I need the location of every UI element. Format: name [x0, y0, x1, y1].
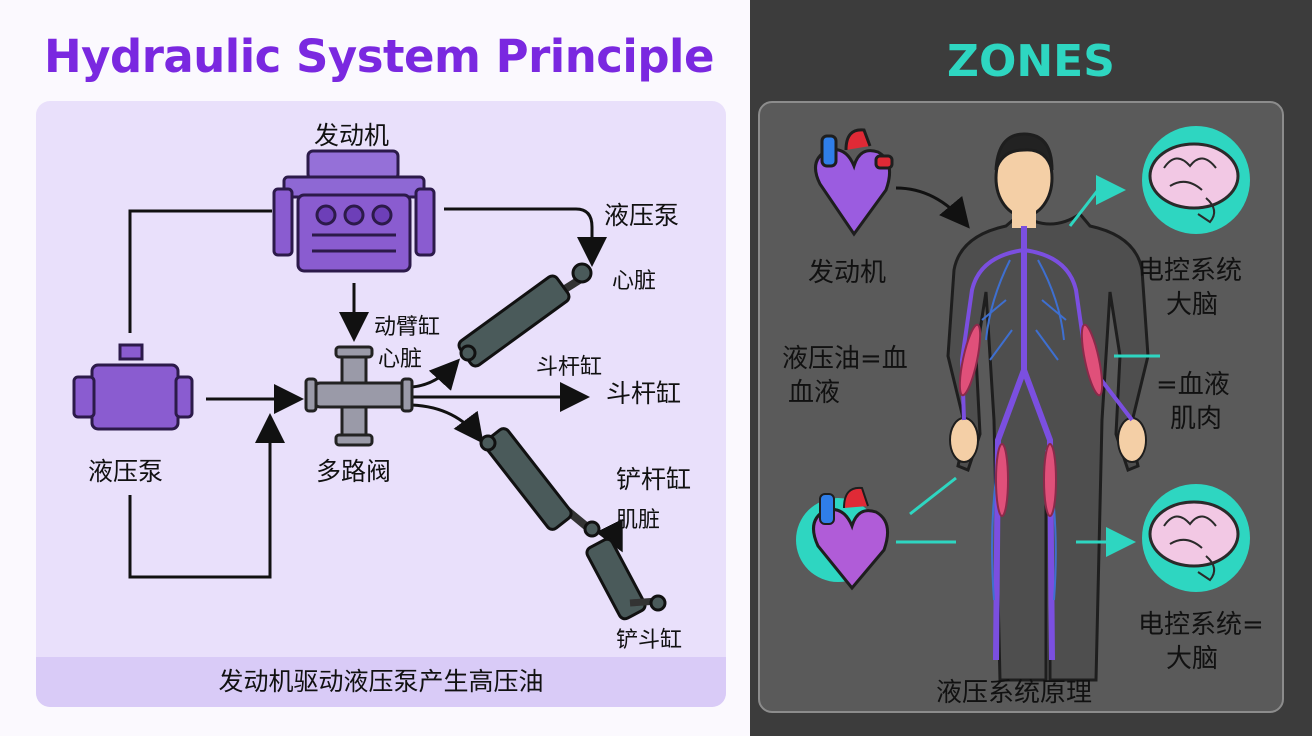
label-arm-cylinder-1: 斗杆缸	[536, 355, 603, 380]
human-body-figure	[946, 132, 1150, 682]
label-oil-blood-1: 液压油=血	[782, 344, 908, 374]
label-blood: =血液	[1156, 370, 1230, 400]
multi-way-valve-icon	[304, 345, 414, 447]
boom-cylinder-icon	[457, 262, 593, 368]
right-section: ZONES	[750, 0, 1312, 736]
heart-icon	[814, 128, 894, 237]
label-muscle: 肌脏	[616, 508, 661, 533]
label-muscle-right: 肌肉	[1170, 404, 1223, 434]
blood-vessels	[959, 226, 1134, 661]
label-bucket-rod: 铲杆缸	[616, 465, 692, 494]
muscle-highlights	[958, 323, 1104, 517]
label-engine-right: 发动机	[808, 258, 887, 288]
label-boom-heart: 心脏	[378, 347, 423, 372]
label-ecu-2a: 电控系统=	[1138, 610, 1264, 640]
label-pump: 液压泵	[88, 457, 164, 486]
label-engine: 发动机	[314, 121, 390, 150]
brain-icon-lower	[1142, 484, 1250, 592]
page-title: Hydraulic System Principle	[44, 30, 715, 83]
label-heart-top: 心脏	[612, 269, 657, 294]
label-bucket-cylinder: 铲斗缸	[616, 628, 683, 653]
hydraulic-pump-icon	[72, 343, 194, 431]
label-oil-blood-2: 血液	[788, 378, 841, 408]
footer-caption: 发动机驱动液压泵产生高压油	[36, 657, 726, 707]
brain-icon	[1142, 126, 1250, 234]
hydraulic-diagram	[72, 149, 667, 621]
zones-title: ZONES	[947, 36, 1115, 87]
label-valve: 多路阀	[316, 457, 392, 486]
label-ecu-1a: 电控系统	[1138, 256, 1243, 286]
connector-arrows	[895, 175, 1160, 557]
label-boom-cylinder: 动臂缸	[374, 315, 441, 340]
heart-icon-lower	[796, 486, 890, 591]
label-arm-cylinder-2: 斗杆缸	[606, 379, 682, 408]
label-ecu-2b: 大脑	[1166, 644, 1219, 674]
bucket-cylinder-icon	[585, 537, 667, 621]
body-analogy-diagram	[796, 126, 1250, 682]
engine-icon	[272, 149, 436, 273]
label-hydraulic-caption: 液压系统原理	[936, 678, 1093, 708]
hands	[949, 417, 1147, 463]
left-section: Hydraulic System Principle	[36, 30, 726, 707]
hydraulic-diagram-panel: 发动机驱动液压泵产生高压油	[36, 101, 726, 707]
flow-lines	[128, 207, 623, 579]
label-pump-top: 液压泵	[604, 201, 680, 230]
arm-cylinder-icon	[479, 427, 601, 538]
label-ecu-1b: 大脑	[1166, 290, 1219, 320]
